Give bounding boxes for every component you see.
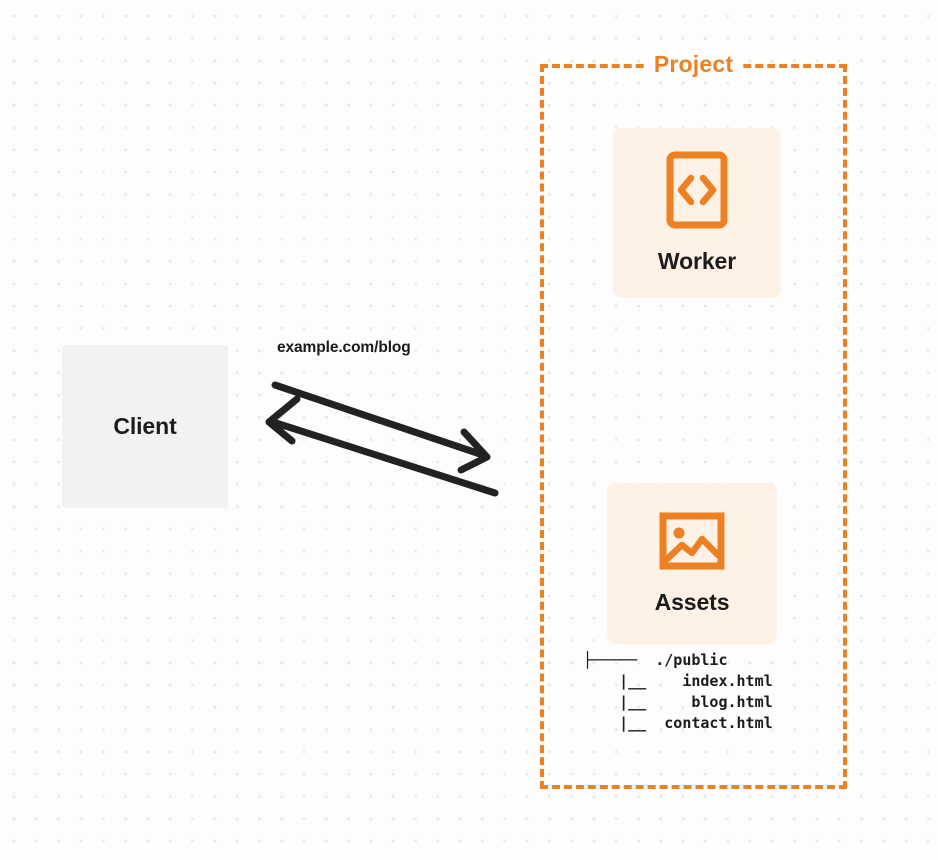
node-client[interactable]: Client	[62, 345, 228, 508]
file-tree-text: ├───── ./public |__ index.html |__ blog.…	[583, 651, 773, 732]
arrow-request	[271, 381, 491, 474]
node-worker[interactable]: Worker	[613, 128, 781, 298]
edge-label: example.com/blog	[277, 339, 411, 356]
code-brackets-icon	[666, 151, 728, 234]
project-label-text: Project	[645, 51, 742, 77]
node-assets-label: Assets	[654, 588, 730, 615]
project-label: Project	[540, 50, 847, 78]
node-client-label: Client	[113, 413, 177, 439]
image-icon	[659, 512, 725, 575]
asset-file-tree: ├───── ./public |__ index.html |__ blog.…	[583, 650, 773, 734]
node-assets[interactable]: Assets	[607, 483, 777, 644]
arrow-response	[265, 395, 499, 497]
node-worker-label: Worker	[657, 248, 737, 274]
